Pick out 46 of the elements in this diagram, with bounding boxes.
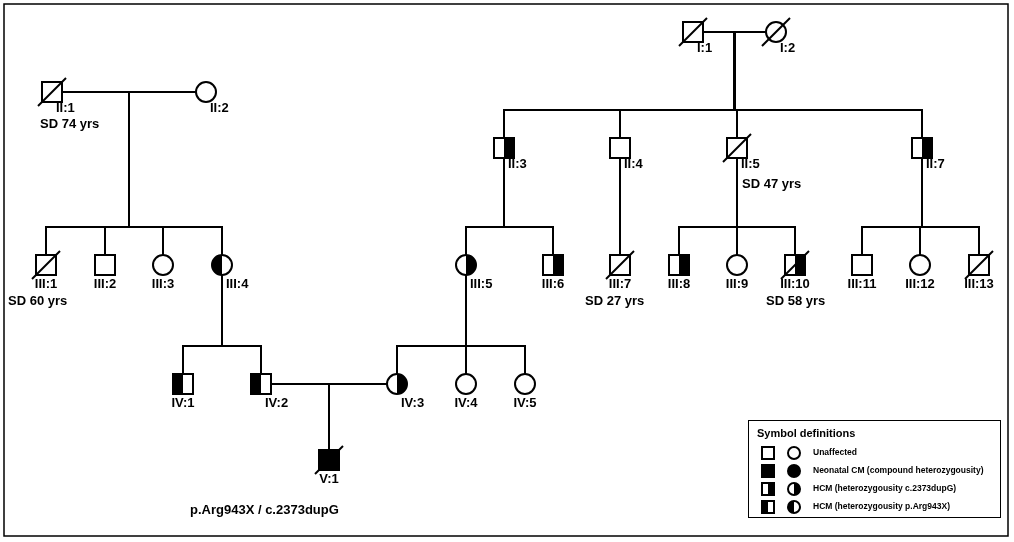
individual-id: III:11 [847, 276, 877, 291]
individual-id: II:1 [56, 100, 75, 115]
legend-text: Neonatal CM (compound heterozygousity) [813, 465, 984, 476]
descent-line [921, 157, 980, 256]
legend-text: HCM (heterozygousity p.Arg943X) [813, 501, 950, 512]
individual-id: II:2 [210, 100, 229, 115]
individual-id: V:1 [319, 471, 339, 486]
individual-id: I:1 [697, 40, 713, 55]
legend-text: HCM (heterozygousity c.2373dupG) [813, 483, 957, 494]
descent-line [221, 274, 262, 375]
individual-id: III:8 [667, 276, 691, 291]
legend-text: Unaffected [813, 447, 857, 458]
individual-id: IV:4 [454, 395, 478, 410]
individual-id: IV:3 [401, 395, 425, 410]
descent-line [128, 91, 223, 256]
descent-line [736, 157, 796, 256]
individual-id: II:7 [926, 156, 945, 171]
individual-id: IV:1 [171, 395, 195, 410]
individual-id: III:4 [226, 276, 249, 291]
individual-id: III:3 [151, 276, 175, 291]
death-age-note: SD 27 yrs [585, 293, 645, 308]
descent-line [619, 157, 621, 256]
individual-id: IV:5 [513, 395, 537, 410]
individual-id: II:5 [741, 156, 760, 171]
individual-id: III:9 [725, 276, 749, 291]
descent-line [503, 157, 554, 256]
death-age-note: SD 74 yrs [40, 116, 100, 131]
individual-id: I:2 [780, 40, 796, 55]
individual-id: III:13 [964, 276, 994, 291]
descent-line [328, 383, 388, 451]
individual-id: III:10 [780, 276, 810, 291]
individual-id: II:4 [624, 156, 643, 171]
death-age-note: SD 47 yrs [742, 176, 802, 191]
individual-id: IV:2 [265, 395, 289, 410]
individual-id: III:12 [905, 276, 935, 291]
individual-id: III:5 [470, 276, 493, 291]
individual-id: II:3 [508, 156, 527, 171]
death-age-note: SD 60 yrs [8, 293, 68, 308]
individual-id: III:1 [34, 276, 58, 291]
descent-line [465, 274, 526, 375]
individual-id: III:7 [608, 276, 632, 291]
death-age-note: SD 58 yrs [766, 293, 826, 308]
individual-id: III:6 [541, 276, 565, 291]
individual-id: III:2 [93, 276, 117, 291]
legend-title: Symbol definitions [757, 427, 856, 439]
mutation-caption: p.Arg943X / c.2373dupG [190, 502, 339, 517]
